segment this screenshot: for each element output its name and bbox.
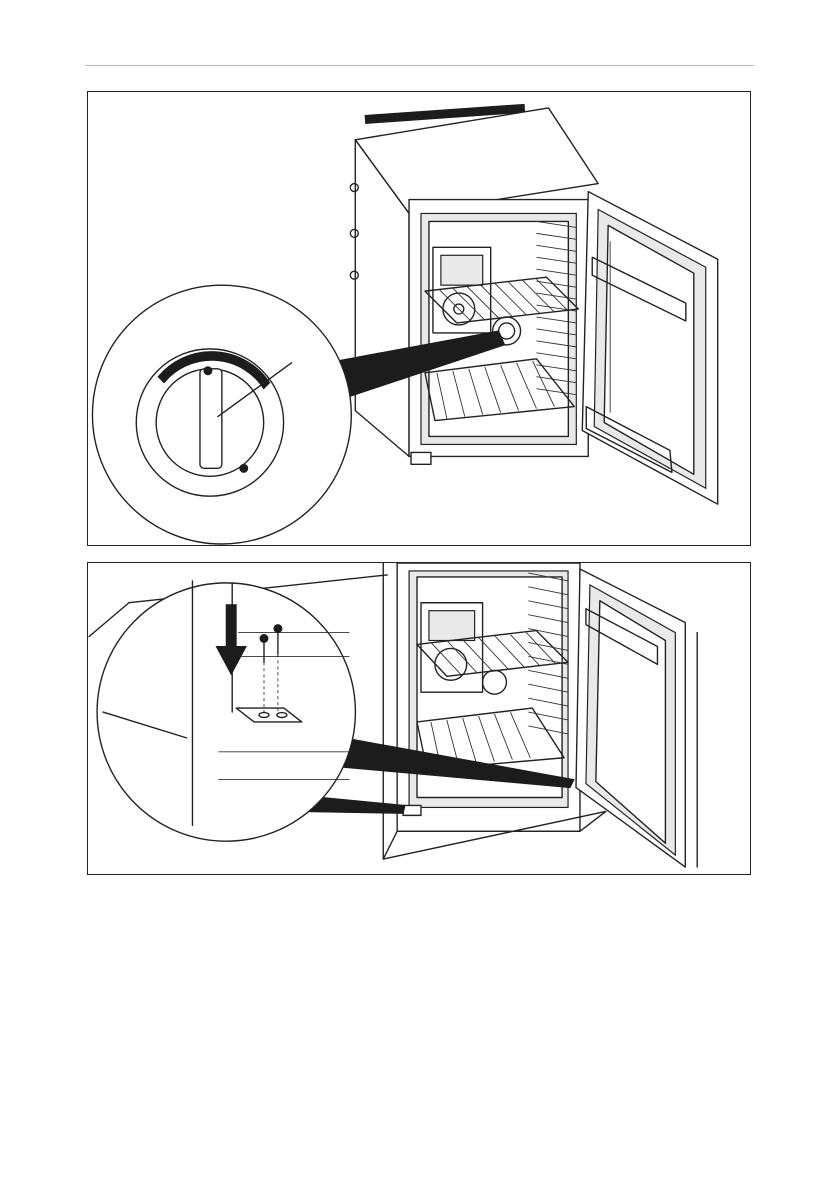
knob-detail-lens — [92, 285, 351, 544]
figure-hinge — [87, 562, 751, 875]
header-rule — [85, 65, 754, 66]
figure-thermostat — [87, 91, 751, 546]
hinge-detail-lens — [97, 581, 355, 841]
minibar-cabinet — [350, 104, 717, 504]
